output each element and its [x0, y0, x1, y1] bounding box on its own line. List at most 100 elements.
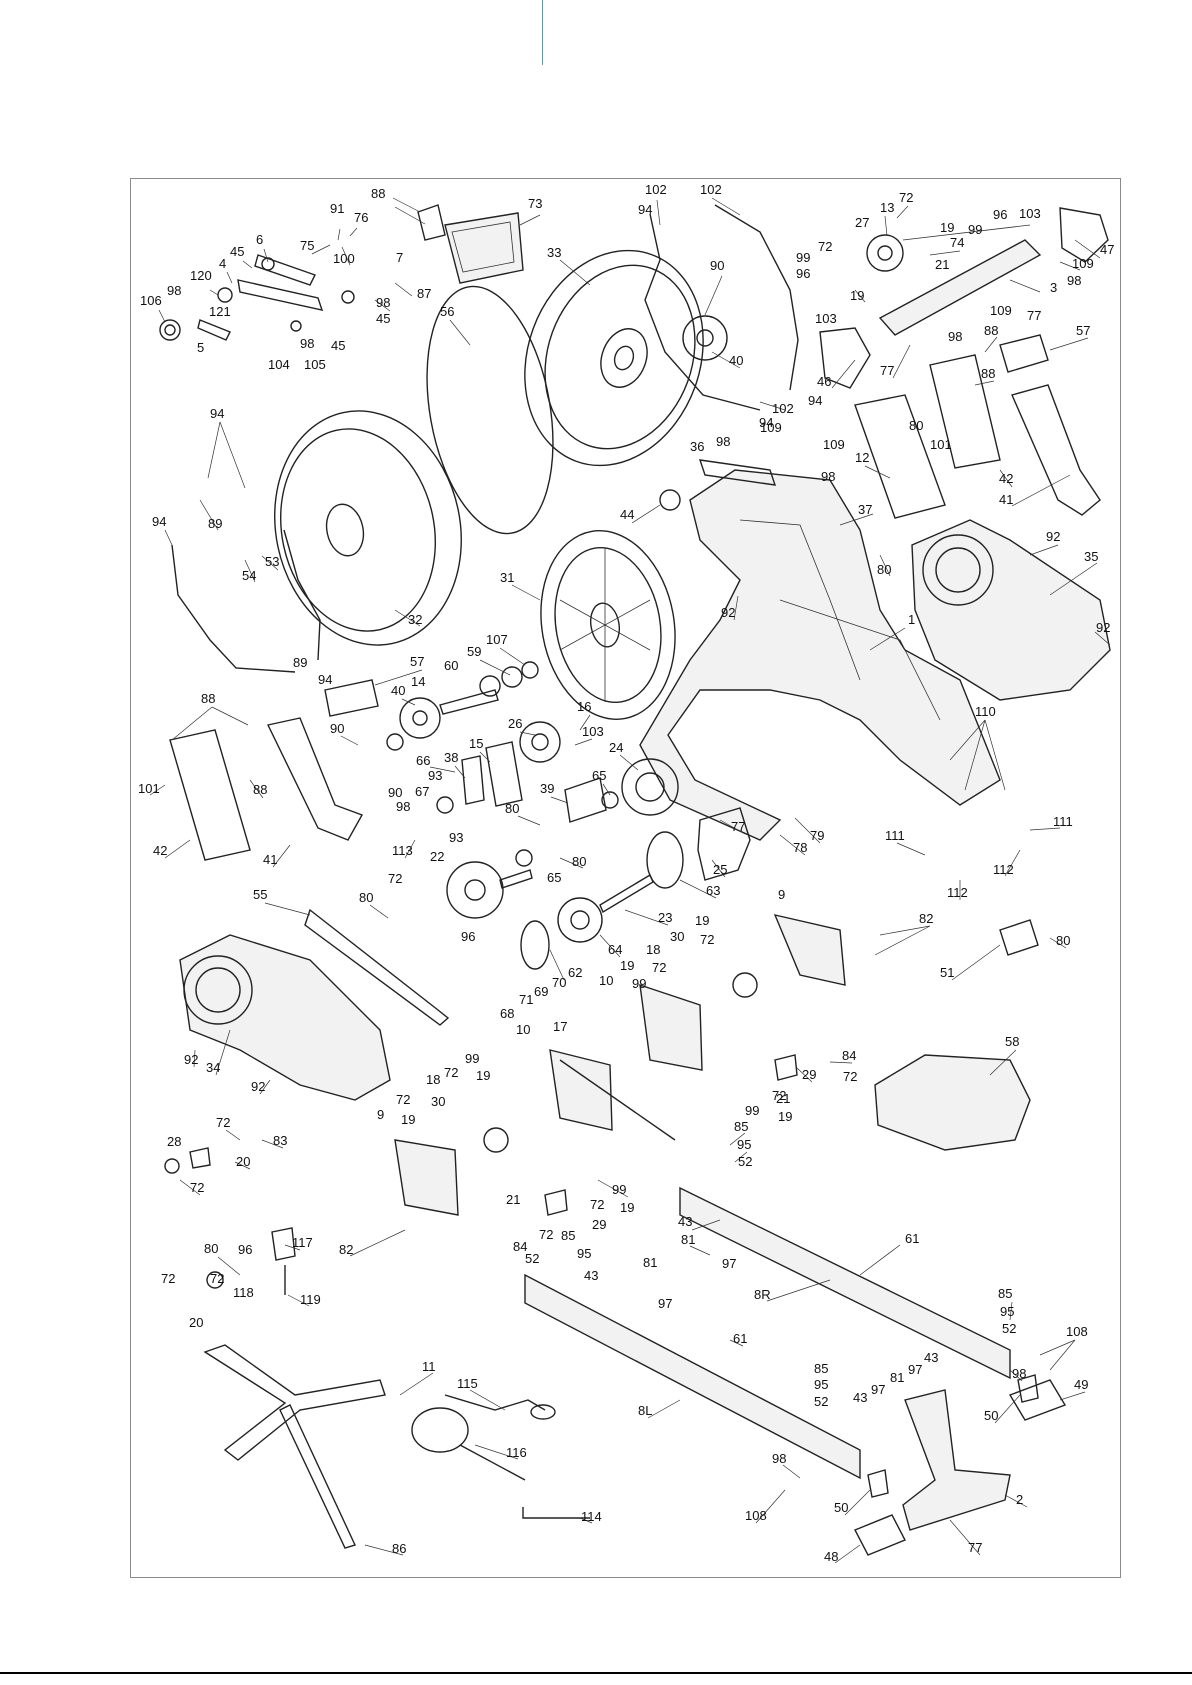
callout-c97b: 97 [658, 1296, 672, 1311]
callout-c44: 44 [620, 507, 634, 522]
callout-c58: 58 [1005, 1034, 1019, 1049]
callout-c77c: 77 [731, 819, 745, 834]
callout-c119: 119 [300, 1292, 321, 1307]
callout-c92e: 92 [251, 1079, 265, 1094]
callout-c19a: 19 [940, 220, 954, 235]
flywheel-cover-32 [274, 410, 462, 646]
idler-wheel-27 [866, 224, 1031, 272]
callout-c89a: 89 [208, 516, 222, 531]
callout-c102a: 102 [645, 182, 667, 197]
seat-58 [874, 1054, 1031, 1151]
callout-c85d: 85 [814, 1361, 828, 1376]
callout-c111b: 111 [885, 828, 905, 843]
bearing-65-a [601, 791, 619, 809]
ring-107 [521, 661, 539, 679]
callout-c77d: 77 [968, 1540, 982, 1555]
callout-c63: 63 [706, 883, 720, 898]
hub-39 [564, 777, 607, 823]
callout-c56: 56 [440, 304, 454, 319]
end-cap-46 [819, 327, 871, 389]
console-mount-arm [159, 254, 355, 341]
callout-c91: 91 [330, 201, 344, 216]
pulley-26 [519, 721, 561, 763]
callout-c20b: 20 [189, 1315, 203, 1330]
callout-c41b: 41 [263, 852, 277, 867]
callout-c94a: 94 [638, 202, 652, 217]
callout-c41a: 41 [999, 492, 1013, 507]
callout-c98i: 98 [1012, 1366, 1026, 1381]
pedal-bracket-57 [999, 334, 1049, 373]
rod-17 [559, 1059, 676, 1141]
roller-30-left [483, 1127, 509, 1153]
callout-c21a: 21 [935, 257, 949, 272]
tube-36 [698, 459, 777, 486]
callout-c21c: 21 [506, 1192, 520, 1207]
callout-c109a: 109 [1072, 256, 1094, 271]
drive-belt-55 [304, 908, 450, 1026]
callout-c85a: 85 [734, 1119, 748, 1134]
callout-c96d: 96 [238, 1242, 252, 1257]
chain-cover-34 [179, 934, 391, 1101]
callout-c110: 110 [975, 704, 996, 719]
callout-c100: 100 [333, 251, 355, 266]
callout-c8l: 8L [638, 1403, 652, 1418]
callout-c1: 1 [908, 612, 915, 627]
callout-c52a: 52 [738, 1154, 752, 1169]
callout-c81c: 81 [890, 1370, 904, 1385]
callout-c72j: 72 [216, 1115, 230, 1130]
callout-c76: 76 [354, 210, 368, 225]
callout-c28: 28 [167, 1134, 181, 1149]
callout-c94f: 94 [318, 672, 332, 687]
callout-c104: 104 [268, 357, 290, 372]
callout-c88a: 88 [371, 186, 385, 201]
callout-c112a: 112 [993, 862, 1014, 877]
tool-116 [411, 1407, 469, 1453]
callout-c37: 37 [858, 502, 872, 517]
callout-c81a: 81 [681, 1232, 695, 1247]
callout-c109d: 109 [823, 437, 845, 452]
side-cover-35 [911, 519, 1111, 701]
callout-c43a: 43 [678, 1214, 692, 1229]
callout-c96b: 96 [796, 266, 810, 281]
callout-c99b: 99 [796, 250, 810, 265]
callout-c6: 6 [256, 232, 263, 247]
callout-c80g: 80 [204, 1241, 218, 1256]
callout-c103c: 103 [582, 724, 604, 739]
callout-c80c: 80 [505, 801, 519, 816]
callout-c45b: 45 [376, 311, 390, 326]
callout-c108b: 108 [745, 1508, 767, 1523]
callout-c86: 86 [392, 1541, 406, 1556]
callout-c40b: 40 [391, 683, 405, 698]
callout-c72g: 72 [444, 1065, 458, 1080]
callout-c72b: 72 [818, 239, 832, 254]
rail-8l [524, 1273, 861, 1480]
callout-c18a: 18 [646, 942, 660, 957]
callout-c19g: 19 [401, 1112, 415, 1127]
callout-c49: 49 [1074, 1377, 1088, 1392]
top-accent-rule [542, 0, 543, 65]
callout-c72e: 72 [652, 960, 666, 975]
flywheel-cover-33 [524, 249, 704, 467]
callout-c82b: 82 [339, 1242, 353, 1257]
callout-c87: 87 [417, 286, 431, 301]
callout-c29a: 29 [802, 1067, 816, 1082]
callout-c19b: 19 [850, 288, 864, 303]
rail-8r [679, 1186, 1011, 1380]
shaft-23 [599, 873, 654, 914]
callout-c19h: 19 [620, 1200, 634, 1215]
callout-c33: 33 [547, 245, 561, 260]
callout-c93b: 93 [449, 830, 463, 845]
bearing-65-b [515, 849, 533, 867]
callout-c60: 60 [444, 658, 458, 673]
callout-c14: 14 [411, 674, 425, 689]
callout-c69: 69 [534, 984, 548, 999]
callout-c26: 26 [508, 716, 522, 731]
callout-c66: 66 [416, 753, 430, 768]
drive-ring-56 [426, 285, 554, 535]
callout-c94d: 94 [210, 406, 224, 421]
callout-c19e: 19 [476, 1068, 490, 1083]
callout-c106: 106 [140, 293, 162, 308]
callout-c98h: 98 [396, 799, 410, 814]
callout-c92a: 92 [1046, 529, 1060, 544]
callout-c94e: 94 [152, 514, 166, 529]
